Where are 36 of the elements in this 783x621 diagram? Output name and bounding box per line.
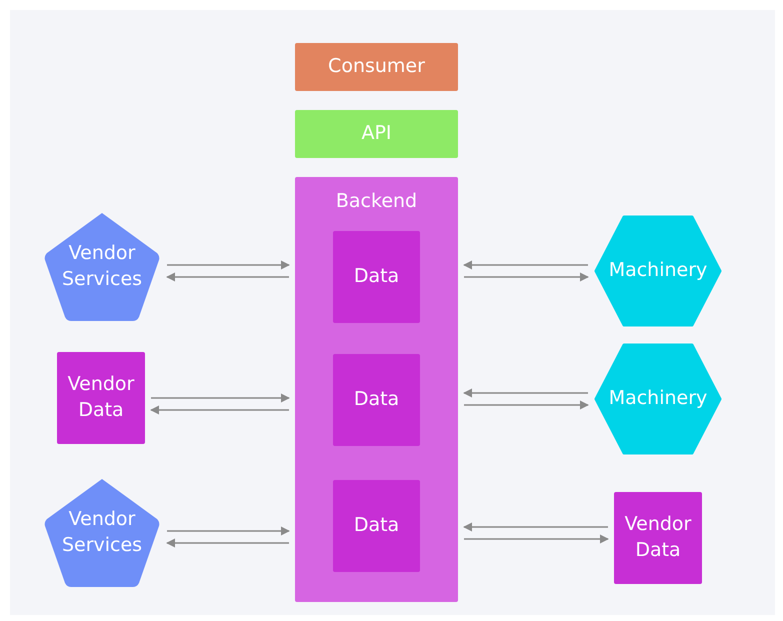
data-box	[333, 231, 420, 323]
arrow	[166, 538, 289, 548]
node-label: API	[361, 121, 392, 146]
node-label: Vendor Services	[60, 507, 144, 558]
pentagon-node	[43, 211, 161, 323]
arrow	[167, 260, 290, 270]
node-label: Vendor Data	[624, 512, 692, 563]
arrow	[464, 534, 609, 544]
arrow	[166, 272, 289, 282]
node-label: Consumer	[328, 54, 425, 80]
data-box	[333, 354, 420, 446]
arrow	[463, 388, 588, 398]
arrow	[150, 406, 289, 414]
pentagon-node	[43, 477, 161, 589]
process-box	[295, 43, 458, 91]
node-label: Vendor Data	[66, 372, 136, 423]
arrow	[463, 260, 588, 270]
arrow	[463, 522, 608, 532]
process-box	[295, 110, 458, 158]
hexagon-node	[594, 343, 722, 455]
arrow	[464, 272, 589, 282]
arrow	[464, 400, 589, 410]
data-box	[614, 492, 702, 584]
hexagon-node	[594, 215, 722, 327]
node-label: Backend	[336, 189, 418, 214]
node-label: Data	[354, 387, 400, 412]
data-box	[333, 480, 420, 572]
node-label: Machinery	[608, 258, 708, 284]
node-label: Data	[354, 264, 400, 290]
data-box	[57, 352, 145, 444]
container-box	[295, 177, 458, 602]
arrow	[167, 526, 290, 536]
arrow	[151, 394, 290, 402]
node-label: Data	[354, 513, 400, 538]
node-label: Vendor Services	[60, 241, 144, 292]
node-label: Machinery	[608, 386, 708, 412]
